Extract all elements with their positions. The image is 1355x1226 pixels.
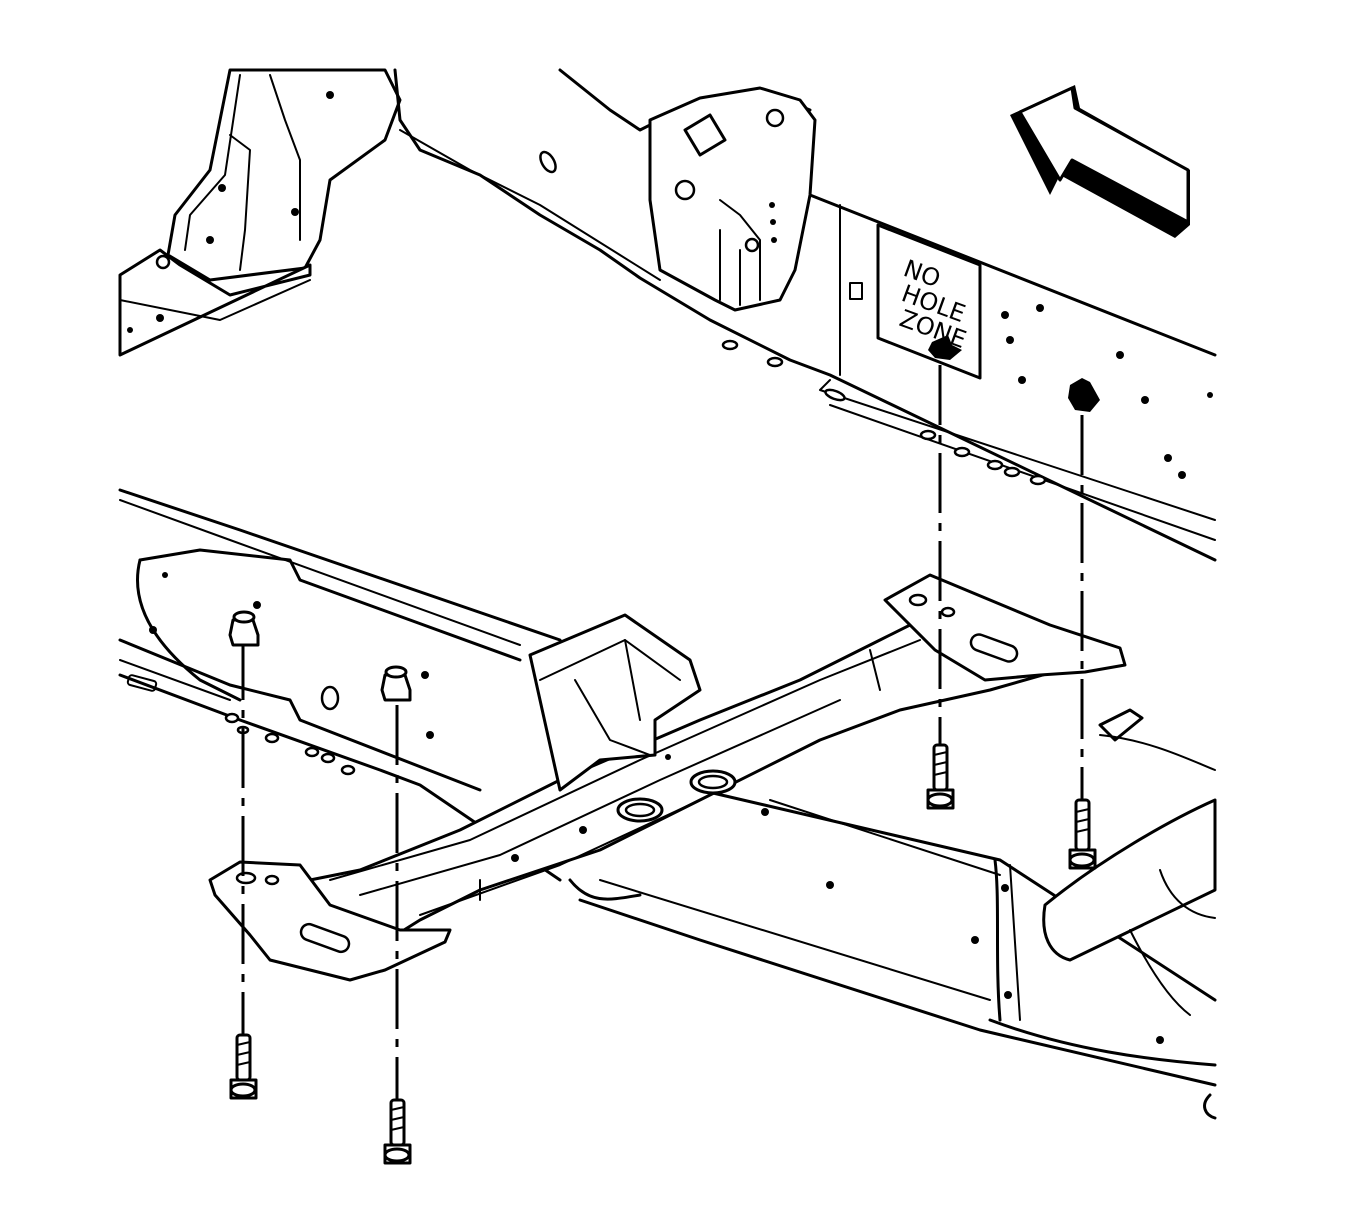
nut-left [228,610,260,647]
clip-nut-left [928,335,962,360]
bolt-front-left [229,1033,258,1100]
assembly-lines [241,365,1084,1100]
forward-direction-arrow-icon [1010,85,1190,238]
clip-nut-right [1068,378,1100,412]
bolt-rear-right [1068,798,1097,870]
transmission-crossmember [208,573,1127,982]
bolt-front-right [383,1098,412,1165]
no-hole-zone-panel: NO HOLE ZONE [876,223,982,380]
upper-frame-rail [118,68,1217,562]
bolt-rear-left [926,743,955,810]
lower-frame-rail [118,488,1217,1120]
nut-right [380,665,412,702]
